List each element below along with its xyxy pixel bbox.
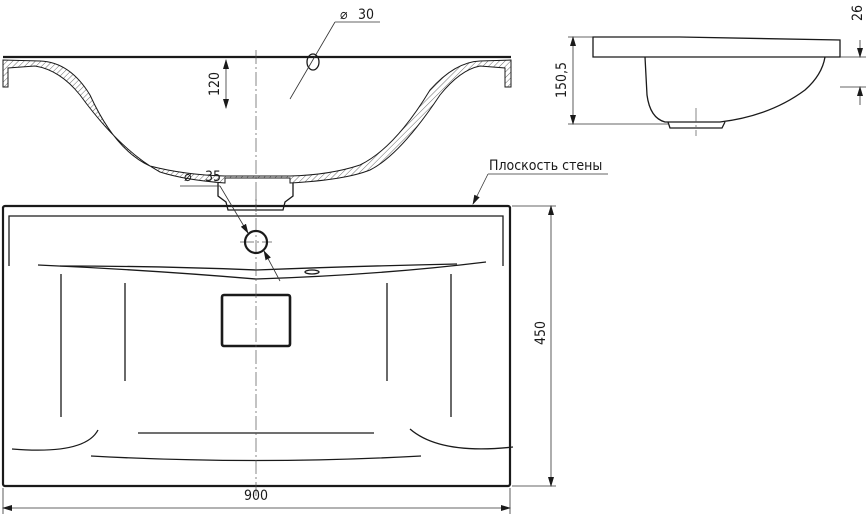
hole-diameter-30-label: 30 bbox=[358, 7, 374, 23]
side-rim bbox=[592, 36, 841, 58]
faucet-hole bbox=[306, 53, 320, 71]
drain-outlet bbox=[217, 183, 294, 211]
wall-plane-leader bbox=[472, 173, 489, 205]
depth-120-label: 120 bbox=[207, 72, 223, 96]
side-view: 150,5 26 bbox=[554, 5, 866, 136]
side-bowl bbox=[644, 56, 826, 123]
svg-text:⌀: ⌀ bbox=[184, 169, 192, 185]
hole-diameter-35-label: 35 bbox=[205, 169, 221, 185]
inner-rim bbox=[8, 215, 504, 266]
rim-26-label: 26 bbox=[850, 5, 866, 21]
hole-leader-35 bbox=[219, 185, 249, 234]
depth-450-label: 450 bbox=[533, 321, 549, 345]
front-section-view: ⌀ 30 120 bbox=[2, 7, 512, 212]
width-900-label: 900 bbox=[244, 488, 268, 504]
sink-outline bbox=[1, 204, 512, 488]
bowl-section-wall bbox=[2, 59, 512, 184]
height-150-5-label: 150,5 bbox=[554, 62, 570, 98]
plan-view: ⌀ 35 Плоскость стены 450 900 bbox=[1, 158, 608, 514]
hole-leader bbox=[289, 21, 336, 100]
faucet-hole-35 bbox=[243, 229, 269, 255]
wall-plane-label: Плоскость стены bbox=[489, 158, 602, 174]
overflow-hole bbox=[304, 269, 320, 275]
side-drain bbox=[667, 121, 726, 129]
bowl-front-edge bbox=[37, 261, 487, 280]
hole-diameter-symbol: ⌀ bbox=[340, 7, 348, 23]
